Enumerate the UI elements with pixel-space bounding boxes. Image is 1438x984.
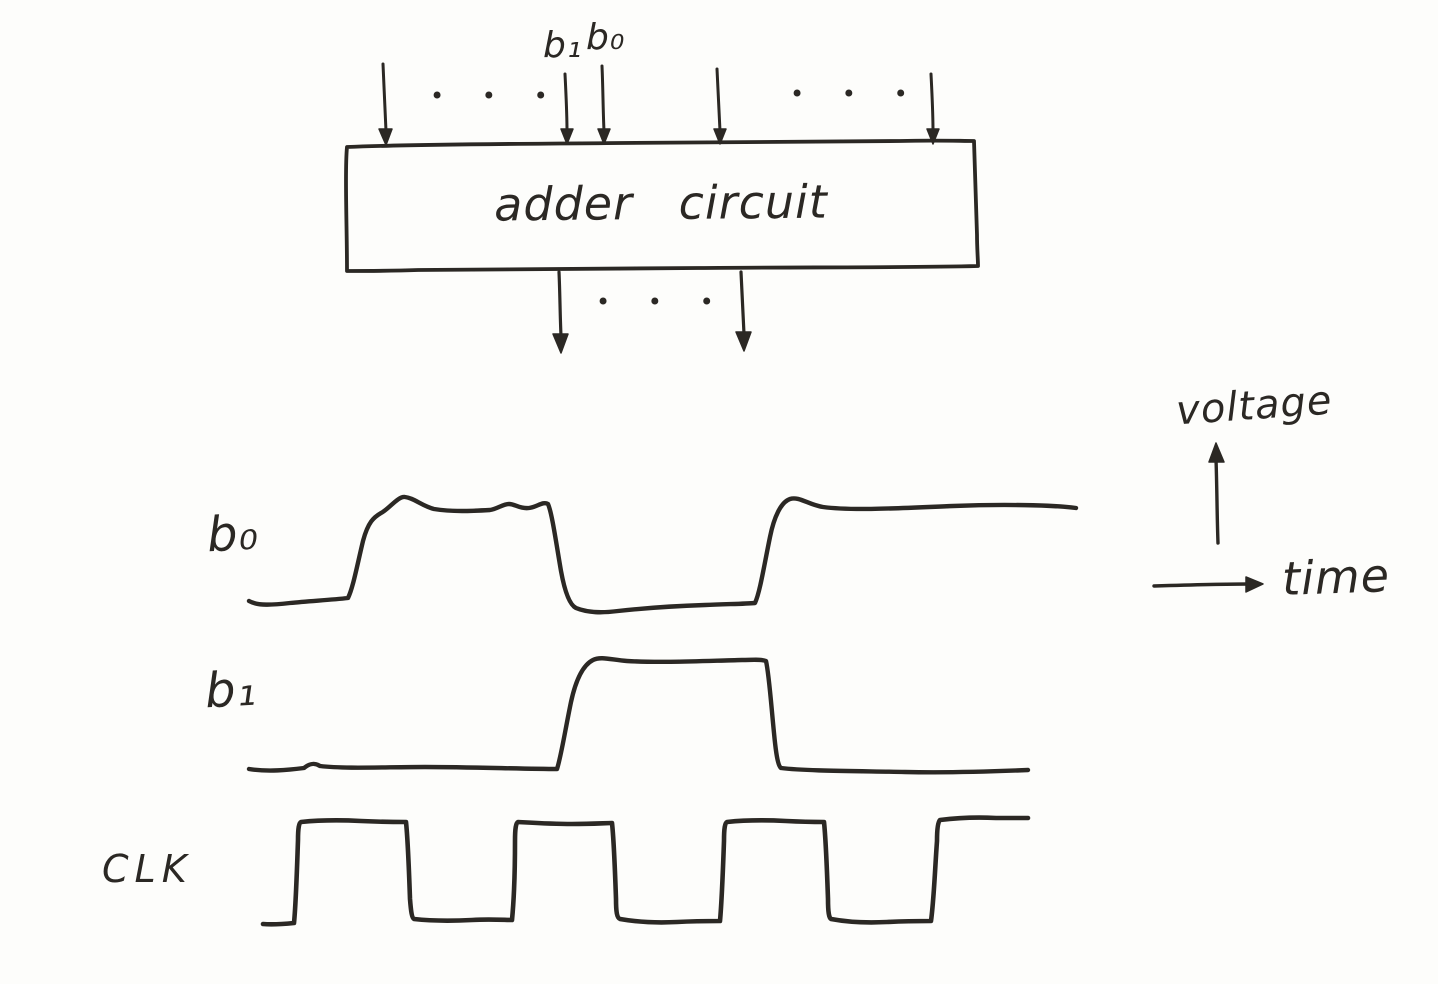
- input-arrow-shaft: [381, 62, 388, 133]
- time-axis-shaft: [1152, 582, 1251, 588]
- input-ellipsis-left: • • •: [430, 82, 563, 110]
- input-label-b0: b₀: [586, 17, 626, 58]
- waveform-b0: [246, 494, 1079, 615]
- input-ellipsis-right: • • •: [790, 80, 923, 108]
- time-axis-label: time: [1281, 548, 1391, 606]
- waveform-clk: [260, 815, 1031, 927]
- adder-box-label: adder circuit: [493, 174, 829, 232]
- input-arrow-shaft: [600, 64, 606, 133]
- voltage-axis-head: [1208, 442, 1225, 463]
- input-arrow-head: [597, 128, 611, 145]
- signal-label-b0: b₀: [205, 504, 261, 564]
- input-arrow-head: [560, 128, 574, 145]
- waveform-b0-trace: [246, 494, 1079, 615]
- output-arrow-icon: [552, 270, 569, 354]
- input-arrow-head: [378, 128, 393, 146]
- waveform-b1: [246, 656, 1031, 775]
- output-arrow-head: [735, 331, 752, 352]
- adder-box-outline: [344, 138, 980, 273]
- signal-label-clk: CLK: [102, 847, 193, 891]
- output-ellipsis: • • •: [596, 288, 729, 316]
- signal-label-b1: b₁: [203, 660, 259, 720]
- input-arrow-icon: [713, 67, 727, 145]
- input-arrow-head: [713, 128, 727, 145]
- output-arrow-head: [552, 333, 569, 354]
- input-arrow-b0-icon: [597, 64, 611, 145]
- input-arrow-b1-icon: [560, 72, 574, 145]
- input-arrow-shaft: [715, 67, 722, 133]
- adder-box: [344, 138, 980, 273]
- input-label-b1: b₁: [543, 25, 583, 66]
- voltage-axis-arrow-icon: [1208, 442, 1225, 545]
- output-arrow-icon: [735, 270, 752, 352]
- waveform-clk-trace: [260, 815, 1031, 927]
- waveform-b1-trace: [246, 656, 1031, 775]
- output-arrow-shaft: [739, 270, 746, 336]
- input-arrow-icon: [926, 72, 940, 145]
- time-axis-arrow-icon: [1152, 576, 1264, 593]
- voltage-axis-shaft: [1214, 457, 1220, 545]
- voltage-axis-label: voltage: [1174, 377, 1334, 435]
- input-arrow-shaft: [563, 72, 569, 133]
- time-axis-head: [1245, 576, 1264, 593]
- output-arrow-shaft: [557, 270, 563, 338]
- input-arrow-shaft: [929, 72, 935, 133]
- input-arrow-head: [926, 128, 940, 145]
- input-arrow-icon: [378, 62, 393, 146]
